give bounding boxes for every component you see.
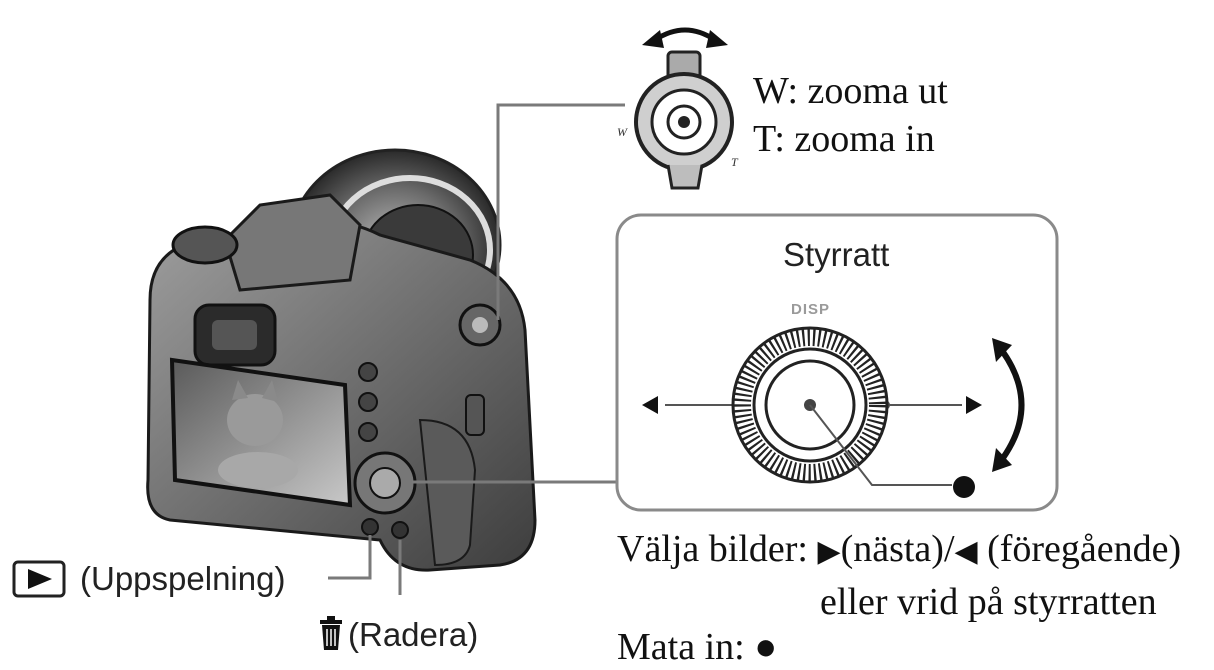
zoom-w-label: W: zooma ut	[753, 70, 948, 112]
enter-glyph: ●	[754, 626, 778, 668]
center-callout-line	[809, 404, 952, 486]
right-arrow-icon	[966, 396, 982, 414]
instructions-line-3: Mata in: ●	[617, 628, 777, 666]
camera-viewfinder-hump	[223, 193, 362, 292]
callout-zoom-line	[496, 103, 625, 320]
disp-label: DISP	[791, 301, 831, 318]
playback-icon	[12, 560, 66, 598]
camera-delete-button	[391, 521, 409, 539]
delete-label: (Radera)	[348, 616, 479, 653]
wheel-rotate-arrow-icon	[1000, 350, 1025, 460]
camera-mode-dial	[171, 225, 239, 265]
callout-playback-line	[328, 535, 372, 580]
select-prefix: Välja bilder:	[617, 528, 808, 570]
lever-t-mark: T	[731, 155, 738, 169]
camera-button-3	[358, 422, 378, 442]
zoom-t-label: T: zooma in	[753, 118, 935, 160]
lever-w-mark: W	[617, 125, 627, 139]
enter-prefix: Mata in:	[617, 626, 745, 668]
instructions-line-1: Välja bilder: ▶(nästa)/◀ (föregående)	[617, 530, 1181, 568]
trash-icon	[320, 616, 342, 650]
camera-playback-button	[361, 518, 379, 536]
instructions-line-2: eller vrid på styrratten	[820, 581, 1157, 623]
rotate-arrow-icon	[653, 27, 717, 43]
prev-glyph: ◀	[954, 535, 978, 568]
camera-illustration	[146, 148, 537, 572]
prev-text: (föregående)	[987, 528, 1182, 570]
next-text: (nästa)/	[840, 528, 955, 570]
control-wheel-title: Styrratt	[783, 236, 890, 273]
center-dot-icon	[953, 476, 975, 498]
screen-photo-subject	[227, 394, 283, 446]
callout-lines	[328, 103, 625, 595]
left-arrow-icon	[642, 396, 658, 414]
playback-label: (Uppspelning)	[80, 560, 286, 597]
camera-button-1	[358, 362, 378, 382]
next-glyph: ▶	[817, 535, 841, 568]
zoom-lever-icon	[634, 27, 734, 190]
camera-button-2	[358, 392, 378, 412]
